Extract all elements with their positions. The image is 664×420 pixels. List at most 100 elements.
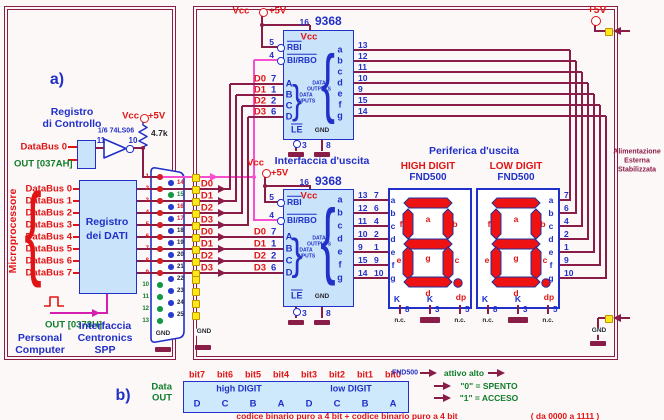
label: 5 [269, 36, 274, 47]
label: g [548, 272, 554, 283]
arrow-tail [620, 316, 630, 320]
label: n.c. [454, 316, 466, 324]
label: 1 [271, 238, 277, 250]
connector-pin-1 [157, 174, 163, 180]
label: 8 [145, 258, 149, 264]
data-register-box [79, 180, 137, 294]
label: Vcc [122, 110, 139, 122]
connector-pin-16 [168, 204, 174, 210]
label: b) [115, 387, 131, 404]
label: DATA [312, 80, 326, 87]
label: 2 [271, 95, 277, 107]
connector-pin-14 [168, 180, 174, 186]
label: DATA [299, 247, 313, 254]
label: D1 [253, 238, 266, 250]
connector-pin-9 [157, 270, 163, 276]
label: { [321, 40, 335, 125]
label: 13 [358, 39, 368, 50]
ground-symbol [288, 320, 304, 325]
boundary-junction-dot [192, 210, 200, 218]
label: FND500 [497, 172, 535, 183]
label: GND [314, 292, 330, 300]
junction-dot [251, 174, 257, 180]
label: d [548, 233, 554, 244]
label: D [193, 398, 201, 410]
wire [353, 212, 388, 214]
label: a [337, 194, 343, 205]
wire [556, 212, 576, 214]
label: DataBus 5 [25, 243, 72, 255]
label: 6 [271, 262, 277, 274]
label: 2 [145, 186, 149, 192]
display-low-digit-segments [490, 197, 551, 288]
label: 4 [145, 210, 149, 216]
label: b [337, 55, 343, 66]
display-pin-stub [459, 305, 461, 314]
wire [352, 71, 582, 73]
label: } [291, 78, 303, 122]
connector-pin-4 [157, 210, 163, 216]
wire [135, 188, 161, 190]
label: 7 [564, 189, 569, 200]
wire [581, 72, 583, 227]
wire [94, 147, 104, 149]
label: bit5 [244, 369, 262, 380]
boundary-junction-dot [192, 288, 200, 296]
wire [264, 186, 266, 203]
label: GND [195, 327, 213, 336]
label: 15 [177, 192, 184, 198]
boundary-junction-dot [192, 234, 200, 242]
label: Interfaccia d'uscita [274, 154, 370, 167]
label: +5V [148, 110, 166, 122]
terminal-ring [277, 199, 285, 207]
segment-g [403, 238, 453, 250]
display-pin-stub [429, 305, 431, 314]
label: a) [49, 71, 65, 88]
arrow-tail [209, 235, 219, 239]
arrow-tail [620, 29, 630, 33]
wire [68, 146, 77, 148]
label: DataBus 2 [25, 207, 72, 219]
wire [353, 238, 388, 240]
label: 15 [358, 254, 368, 265]
segment-c [442, 246, 454, 280]
wire [160, 212, 242, 214]
wire [321, 305, 323, 318]
label: n.c. [394, 316, 406, 324]
label: 16 [299, 16, 309, 27]
arrow-icon [429, 368, 437, 377]
label: 23 [177, 288, 184, 294]
wire [135, 200, 161, 202]
label: SPP [94, 343, 116, 356]
wire [599, 105, 601, 266]
label: { [24, 173, 42, 289]
label: a [390, 194, 396, 205]
label: d [337, 77, 343, 88]
label: c [542, 254, 548, 265]
label: OUTPUTS [307, 86, 331, 93]
boundary-junction-dot [192, 186, 200, 194]
connector-pin-3 [157, 198, 163, 204]
label: dei DATI [86, 229, 128, 242]
label: GND [154, 329, 172, 338]
segment-g [491, 238, 541, 250]
wire [261, 25, 263, 48]
ground-symbol [590, 341, 606, 346]
label: 16 [177, 204, 184, 210]
label: RBI [287, 196, 302, 207]
wire [135, 248, 161, 250]
boundary-junction-dot [192, 300, 200, 308]
label: 9 [358, 83, 363, 94]
resistor-4k7 [138, 121, 148, 148]
label: 25 [177, 312, 184, 318]
label: 7 [271, 226, 277, 238]
label: D1 [200, 190, 214, 202]
ground-symbol [420, 317, 440, 323]
wire [235, 95, 237, 202]
ground-symbol [508, 317, 528, 323]
wire [353, 199, 388, 201]
connector-pin-23 [168, 288, 174, 294]
label: Centronics [77, 331, 133, 344]
label: bit3 [300, 369, 318, 380]
wire [143, 176, 161, 178]
